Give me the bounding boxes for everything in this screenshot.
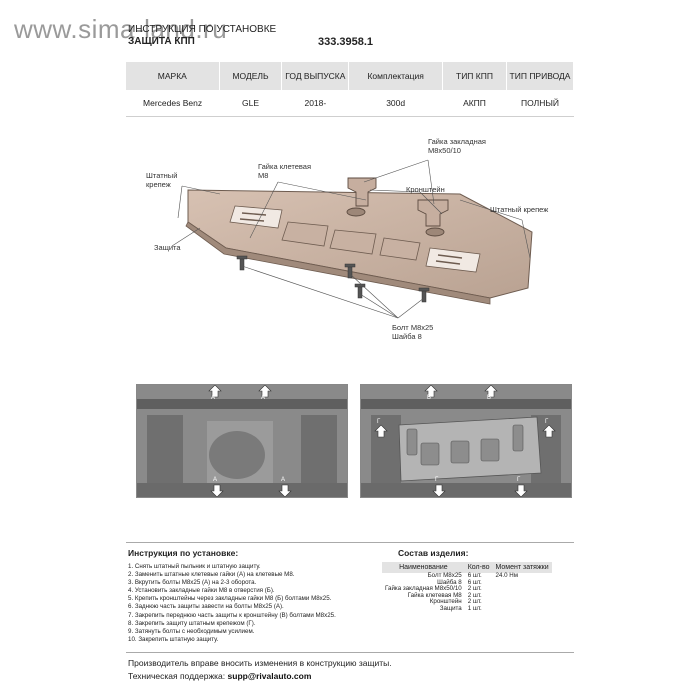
part-qty: 2 шт. <box>467 598 482 606</box>
col-header-drive: ТИП ПРИВОДА <box>506 62 574 90</box>
part-qty: 6 шт. <box>467 572 482 579</box>
list-item: 1. Снять штатный пыльник и штатную защит… <box>128 563 261 570</box>
bracket-left <box>347 177 377 207</box>
cell-trim: 300d <box>348 90 443 117</box>
part-torque <box>493 580 552 587</box>
callout-bolt-washer: Болт М8х25 Шайба 8 <box>392 323 434 341</box>
cell-brand: Mercedes Benz <box>126 90 220 117</box>
photo-label-a3: А <box>213 477 217 483</box>
table-row: Шайба 8 6 шт. <box>382 578 552 587</box>
photo-label-g1: Г <box>377 419 381 425</box>
photo-label-g2: Г <box>545 419 549 425</box>
doc-subtitle: ЗАЩИТА КПП <box>128 36 195 47</box>
photo-label-b1: Б <box>427 395 431 401</box>
photo-after-install: Б Б Г Г Г Г <box>360 384 572 498</box>
list-item: 4. Установить закладные гайки М8 в отвер… <box>128 587 275 595</box>
parts-header-name: Наименование <box>382 562 465 573</box>
photo-label-a1: А <box>211 395 215 401</box>
guard-exploded-diagram <box>171 159 533 319</box>
part-torque <box>493 593 552 600</box>
part-qty: 2 шт. <box>467 591 482 599</box>
parts-table: Наименование Кол-во Момент затяжки Болт … <box>382 562 552 613</box>
part-torque <box>493 599 552 606</box>
doc-title: ИНСТРУКЦИЯ ПО УСТАНОВКЕ <box>128 24 277 35</box>
list-item: 7. Закрепить переднюю часть защиты к кро… <box>128 611 336 619</box>
list-item: 8. Закрепить защиту штатным крепежом (Г)… <box>128 619 256 627</box>
list-item: 2. Заменить штатные клетевые гайки (А) н… <box>128 571 295 579</box>
part-name: Шайба 8 <box>437 578 462 586</box>
bracket-right <box>417 199 449 227</box>
table-row: Болт М8х25 6 шт. 24.0 Нм <box>382 572 552 580</box>
cell-drive: ПОЛНЫЙ <box>506 90 574 117</box>
parts-header-qty: Кол-во <box>464 562 493 573</box>
callout-guard: Защита <box>154 243 181 252</box>
part-torque: 24.0 Нм <box>495 572 518 579</box>
callout-bracket: Кронштейн <box>406 185 445 194</box>
list-item: 5. Крепить кронштейны через закладные га… <box>128 595 332 603</box>
photo-label-g4: Г <box>517 477 521 483</box>
col-header-model: МОДЕЛЬ <box>219 62 283 90</box>
photo-label-g3: Г <box>435 477 439 483</box>
col-header-gearbox: ТИП КПП <box>442 62 508 90</box>
list-item: 9. Затянуть болты с необходимым усилием. <box>128 627 255 635</box>
part-name: Защита <box>439 604 462 612</box>
part-code: 333.3958.1 <box>318 36 374 48</box>
divider <box>126 542 574 543</box>
part-torque <box>493 606 552 613</box>
callout-embedded-nut: Гайка закладная М8х50/10 <box>428 137 486 155</box>
callout-cage-nut: Гайка клетевая М8 <box>258 162 312 180</box>
cell-year: 2018- <box>281 90 349 117</box>
photo-label-b2: Б <box>487 395 491 401</box>
cell-model: GLE <box>219 90 282 117</box>
photo-label-a2: А <box>261 395 265 401</box>
list-item: 3. Вкрутить болты М8х25 (А) на 2-3 оборо… <box>128 579 257 587</box>
part-qty: 6 шт. <box>467 578 482 586</box>
part-name: Болт М8х25 <box>427 572 462 579</box>
table-row: Защита 1 шт. <box>382 604 552 613</box>
col-header-year: ГОД ВЫПУСКА <box>281 62 350 90</box>
part-qty: 2 шт. <box>467 585 482 593</box>
table-row: Кронштейн 2 шт. <box>382 599 552 606</box>
divider <box>126 652 574 653</box>
support-label: Техническая поддержка: <box>128 671 226 681</box>
part-qty: 1 шт. <box>467 604 482 612</box>
footer-support: Техническая поддержка: supp@rivalauto.co… <box>128 671 311 681</box>
instructions-list: 1. Снять штатный пыльник и штатную защит… <box>128 563 336 644</box>
instructions-title: Инструкция по установке: <box>128 548 239 558</box>
parts-title: Состав изделия: <box>398 548 469 558</box>
photo-before-install: А А А А <box>136 384 348 498</box>
table-row: Гайка закладная М8х50/10 2 шт. <box>382 586 552 593</box>
part-name: Гайка клетевая М8 <box>407 591 462 599</box>
part-name: Гайка закладная М8х50/10 <box>385 585 462 593</box>
watermark: www.sima-land.ru <box>14 14 228 44</box>
callout-stock-mount-left: Штатный крепеж <box>146 171 178 189</box>
callout-stock-mount-right: Штатный крепеж <box>490 205 549 214</box>
table-row: Гайка клетевая М8 2 шт. <box>382 591 552 600</box>
part-name: Кронштейн <box>429 598 462 606</box>
table-row: Mercedes Benz GLE 2018- 300d АКПП ПОЛНЫЙ <box>126 90 574 117</box>
vehicle-spec-table: МАРКА МОДЕЛЬ ГОД ВЫПУСКА Комплектация ТИ… <box>126 62 574 117</box>
photo-label-a4: А <box>281 477 285 483</box>
col-header-trim: Комплектация <box>348 62 443 90</box>
cell-gearbox: АКПП <box>442 90 507 117</box>
list-item: 10. Закрепить штатную защиту. <box>128 635 219 643</box>
parts-header-torque: Момент затяжки <box>492 562 552 573</box>
footer-notice: Производитель вправе вносить изменения в… <box>128 658 392 668</box>
support-email-link[interactable]: supp@rivalauto.com <box>227 671 312 681</box>
part-torque <box>493 586 552 593</box>
col-header-brand: МАРКА <box>126 62 220 90</box>
list-item: 6. Заднюю часть защиты завести на болты … <box>128 603 284 611</box>
